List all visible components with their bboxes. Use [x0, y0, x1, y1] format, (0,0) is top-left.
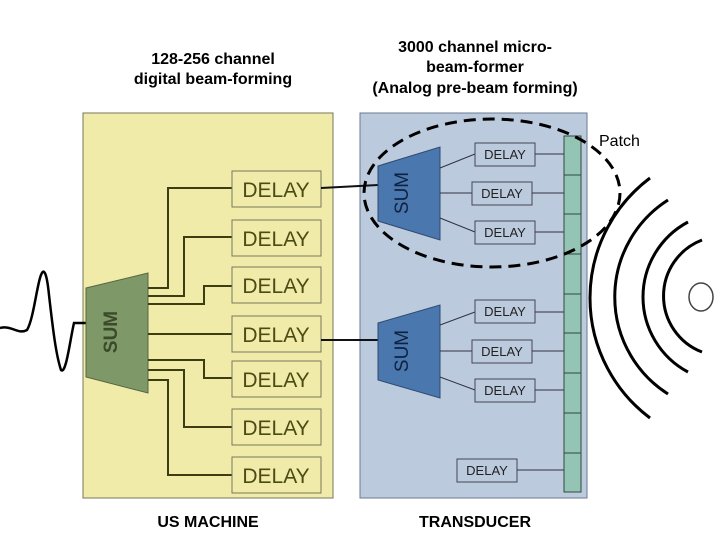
us-sum-label: SUM: [101, 311, 122, 353]
us-delay-5-label: DELAY: [242, 369, 309, 392]
us-delay-4-label: DELAY: [242, 324, 309, 347]
us-delay-4: DELAY: [231, 315, 322, 353]
us-delay-6: DELAY: [231, 408, 322, 446]
t-wire-3: [439, 217, 476, 233]
patch-ellipse: [362, 117, 622, 269]
right-header-line3: (Analog pre-beam forming): [372, 80, 577, 97]
link-top: [320, 184, 379, 189]
us-delay-1: DELAY: [231, 170, 322, 208]
us-delay-3-label: DELAY: [242, 275, 309, 298]
us-delay-3: DELAY: [231, 266, 322, 304]
transducer-sum-top-label: SUM: [392, 172, 413, 214]
transducer-sum-bottom: [377, 304, 441, 399]
us-delay-2: DELAY: [231, 219, 322, 257]
t-delay-lone: DELAY: [456, 458, 518, 483]
transducer-sum-bottom-label: SUM: [392, 330, 413, 372]
us-delay-7-label: DELAY: [242, 465, 309, 488]
t-wire-6: [439, 376, 476, 391]
t-delay-top-3-label: DELAY: [484, 225, 526, 240]
us-wire-1: [148, 187, 232, 289]
transducer-sum-top: [377, 146, 441, 241]
transducer-element-column: [563, 135, 582, 493]
t-wire-1: [439, 153, 476, 169]
right-header-line2: beam-former: [426, 59, 524, 76]
left-header-line2: digital beam-forming: [134, 71, 292, 88]
us-delay-7: DELAY: [231, 456, 322, 494]
us-wire-7: [148, 379, 232, 476]
t-delay-top-1: DELAY: [474, 142, 536, 167]
t-delay-bottom-1: DELAY: [474, 299, 536, 324]
t-wire-4: [439, 311, 476, 326]
right-header-line1: 3000 channel micro-: [398, 39, 552, 56]
t-delay-bottom-2-label: DELAY: [481, 344, 523, 359]
us-delay-5: DELAY: [231, 360, 322, 398]
t-delay-top-1-label: DELAY: [484, 147, 526, 162]
waveform-line: [0, 270, 86, 372]
us-wire-6: [148, 369, 232, 428]
acoustic-wave-icon: [588, 176, 703, 420]
t-delay-top-2: DELAY: [471, 181, 533, 206]
transducer-label: TRANSDUCER: [419, 514, 531, 531]
us-wire-5: [148, 359, 232, 379]
target-sphere-icon: [688, 282, 714, 312]
us-sum-block: [85, 272, 149, 394]
t-delay-top-2-label: DELAY: [481, 186, 523, 201]
patch-label: Patch: [599, 133, 640, 150]
us-wire-3: [148, 285, 232, 305]
left-header-line1: 128-256 channel: [151, 51, 275, 68]
t-delay-bottom-2: DELAY: [471, 339, 533, 364]
us-machine-label: US MACHINE: [157, 514, 259, 531]
t-delay-bottom-1-label: DELAY: [484, 304, 526, 319]
us-delay-6-label: DELAY: [242, 417, 309, 440]
t-delay-bottom-3: DELAY: [474, 378, 536, 403]
us-delay-1-label: DELAY: [242, 179, 309, 202]
t-delay-top-3: DELAY: [474, 220, 536, 245]
us-wire-2: [148, 236, 232, 297]
t-delay-bottom-3-label: DELAY: [484, 383, 526, 398]
t-delay-lone-label: DELAY: [466, 463, 508, 478]
us-delay-2-label: DELAY: [242, 228, 309, 251]
